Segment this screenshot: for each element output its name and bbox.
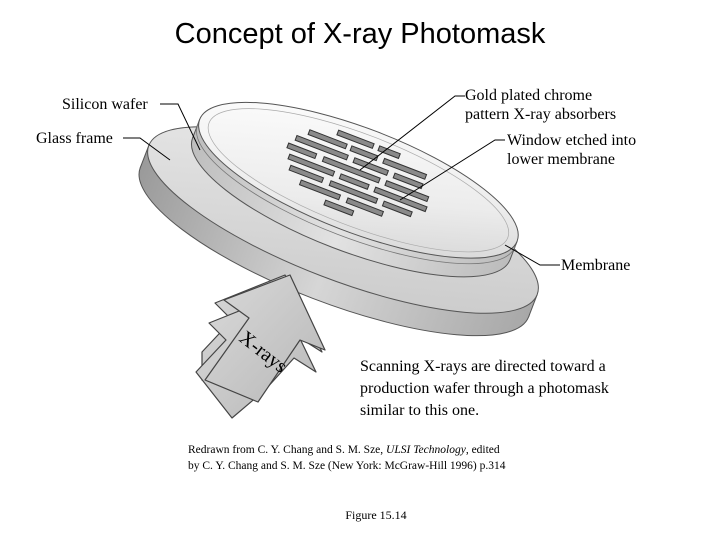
leader-lines <box>123 95 560 266</box>
credit-book-title: ULSI Technology <box>386 444 466 456</box>
absorber-label-line1: Gold plated chrome <box>465 87 593 104</box>
window-label-line2: lower membrane <box>507 151 615 168</box>
window-label-line1: Window etched into <box>507 132 637 149</box>
figure-label: Figure 15.14 <box>345 508 407 522</box>
credit-line1: Redrawn from C. Y. Chang and S. M. Sze, … <box>188 442 506 458</box>
credit-prefix: Redrawn from C. Y. Chang and S. M. Sze, <box>188 444 387 456</box>
glass-frame-label: Glass frame <box>36 130 113 147</box>
description-line2: production wafer through a photomask <box>360 380 609 397</box>
description-line3: similar to this one. <box>360 402 480 419</box>
page-title: Concept of X-ray Photomask <box>174 18 546 50</box>
credit: Redrawn from C. Y. Chang and S. M. Sze, … <box>188 442 506 474</box>
description: Scanning X-rays are directed toward a pr… <box>360 356 609 422</box>
membrane-label: Membrane <box>561 257 631 274</box>
description-line1: Scanning X-rays are directed toward a <box>360 358 606 375</box>
absorber-label-line2: pattern X-ray absorbers <box>465 106 617 123</box>
credit-suffix: , edited <box>465 444 500 456</box>
credit-line2: by C. Y. Chang and S. M. Sze (New York: … <box>188 460 506 472</box>
xray-arrow <box>195 274 326 419</box>
silicon-wafer-label: Silicon wafer <box>62 96 148 113</box>
